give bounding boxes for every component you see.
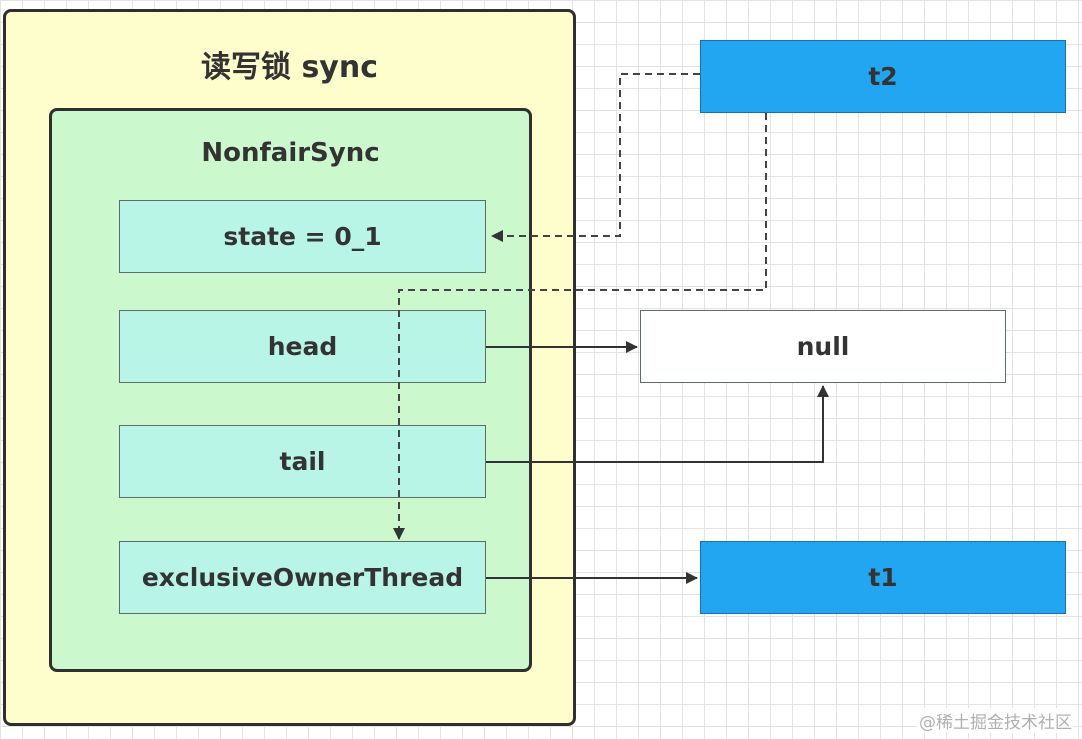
sync-title: 读写锁 sync [201, 50, 378, 85]
tail-to-null-arrow [486, 385, 829, 463]
t2-to-owner-arrow [393, 113, 767, 540]
exclusive-owner-thread-field: exclusiveOwnerThread [119, 541, 486, 614]
state-field: state = 0_1 [119, 200, 486, 273]
tail-field: tail [119, 425, 486, 498]
t2-to-state-arrow [491, 73, 700, 242]
thread-t2-box: t2 [700, 40, 1066, 113]
thread-t1-box: t1 [700, 541, 1066, 614]
nonfair-sync-title: NonfairSync [201, 138, 380, 168]
head-field: head [119, 310, 486, 383]
null-box: null [640, 310, 1006, 383]
watermark: @稀土掘金技术社区 [917, 708, 1074, 733]
